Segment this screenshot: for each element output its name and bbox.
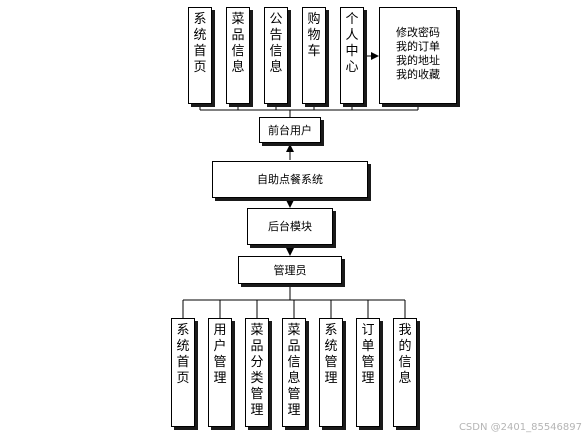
backend-item-label: 我的信息 [398, 323, 412, 386]
frontend-item-notices: 公告信息 [264, 7, 288, 104]
frontend-item-label: 个人中心 [345, 12, 359, 75]
backend-item-label: 用户管理 [213, 323, 227, 386]
admin-box: 管理员 [238, 256, 342, 284]
backend-item-label: 系统管理 [324, 323, 338, 386]
backend-item-system: 系统管理 [319, 318, 343, 427]
frontend-item-cart: 购物车 [302, 7, 326, 104]
backend-module-box: 后台模块 [247, 208, 333, 245]
backend-item-label: 订单管理 [361, 323, 375, 386]
backend-item-dish-category: 菜品分类管理 [245, 318, 269, 427]
personal-center-subitems: 修改密码 我的订单 我的地址 我的收藏 [379, 7, 457, 104]
backend-item-dish-info: 菜品信息管理 [282, 318, 306, 427]
backend-item-my-info: 我的信息 [393, 318, 417, 427]
frontend-item-label: 系统首页 [193, 12, 207, 75]
backend-item-users: 用户管理 [208, 318, 232, 427]
admin-label: 管理员 [273, 263, 307, 277]
sub-item-my-address: 我的地址 [396, 54, 440, 67]
frontend-user-label: 前台用户 [268, 123, 312, 137]
frontend-item-label: 菜品信息 [231, 12, 245, 75]
sub-item-change-password: 修改密码 [396, 26, 440, 39]
frontend-item-label: 购物车 [307, 12, 321, 59]
frontend-item-label: 公告信息 [269, 12, 283, 75]
backend-item-home: 系统首页 [171, 318, 195, 427]
frontend-item-home: 系统首页 [188, 7, 212, 104]
backend-item-label: 系统首页 [176, 323, 190, 386]
frontend-item-profile: 个人中心 [340, 7, 364, 104]
sub-item-my-orders: 我的订单 [396, 40, 440, 53]
frontend-user-box: 前台用户 [259, 117, 321, 143]
watermark: CSDN @2401_85546897 [458, 422, 582, 433]
backend-item-label: 菜品分类管理 [250, 323, 264, 418]
system-name-label: 自助点餐系统 [257, 173, 323, 186]
sub-item-my-favorites: 我的收藏 [396, 68, 440, 81]
frontend-item-dishes: 菜品信息 [226, 7, 250, 104]
backend-item-orders: 订单管理 [356, 318, 380, 427]
system-name-box: 自助点餐系统 [212, 161, 368, 198]
backend-module-label: 后台模块 [268, 220, 312, 233]
backend-item-label: 菜品信息管理 [287, 323, 301, 418]
